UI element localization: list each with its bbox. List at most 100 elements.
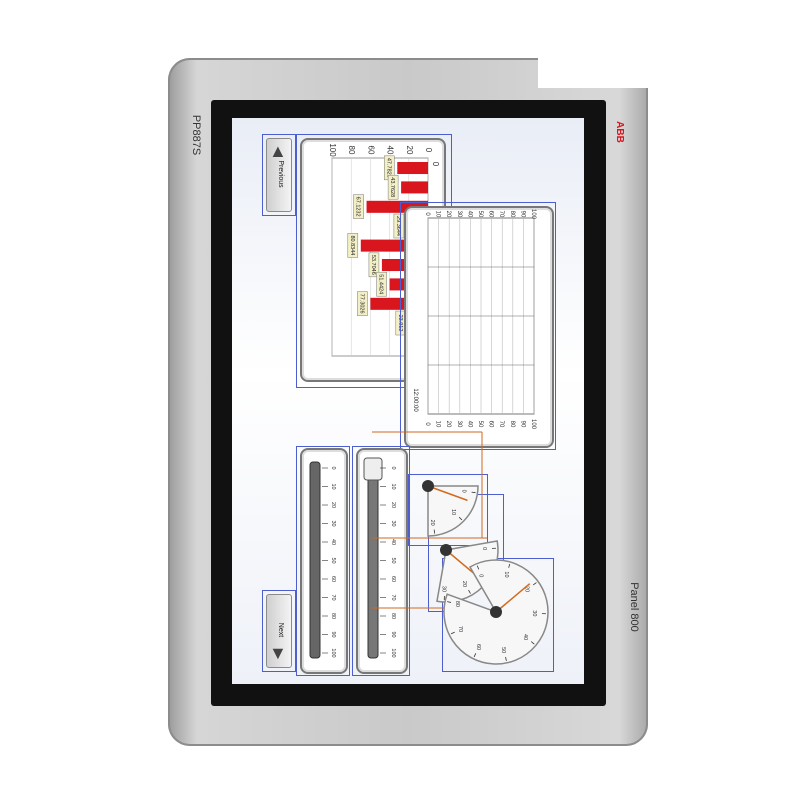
- gauge-hub: [490, 606, 502, 618]
- gauge-tick: [450, 631, 455, 635]
- data-label: 43.7628: [389, 177, 395, 197]
- data-label-box: [347, 233, 359, 258]
- trend-tick-label-bottom: 0: [424, 422, 430, 426]
- model-label: PP887S: [190, 114, 202, 156]
- image-crop-notch: [538, 58, 648, 88]
- bar-gauge-tick-label: 10: [330, 483, 336, 489]
- data-label: 77.3026: [358, 294, 364, 314]
- bar-gauge-track: [309, 461, 321, 659]
- trend-tick-label-top: 60: [488, 211, 494, 218]
- gauge-tick-label: 30: [441, 586, 447, 592]
- bar-gauge-tick-label: 40: [330, 539, 336, 545]
- trend-tick-label-bottom: 50: [477, 421, 483, 428]
- selection-box-next: [262, 590, 296, 672]
- bar-gauge-tick-label: 70: [330, 594, 336, 600]
- value-tick-label: 20: [405, 146, 414, 155]
- slider-tick-label: 0: [390, 466, 396, 469]
- bar: [401, 181, 428, 194]
- category-tick-label: 0: [431, 162, 440, 167]
- gauge-tick-label: 70: [457, 626, 463, 632]
- bar: [397, 162, 428, 175]
- bar-gauge-tick-label: 80: [330, 613, 336, 619]
- slider-tick-label: 100: [390, 648, 396, 657]
- arrow-down-icon: ▼: [269, 643, 287, 663]
- trend-tick-label-bottom: 30: [456, 421, 462, 428]
- data-label: 29.3644: [395, 216, 401, 236]
- trend-time-label: 12:00:00: [412, 388, 418, 412]
- data-label: 67.1232: [355, 197, 361, 217]
- trend-tick-label-bottom: 60: [488, 421, 494, 428]
- gauge-tick: [473, 653, 477, 658]
- trend-tick-label-bottom: 90: [519, 421, 525, 428]
- gauge-tick: [476, 565, 480, 570]
- product-name-label: Panel 800: [628, 582, 640, 632]
- data-label-box: [387, 174, 399, 200]
- slider-tick-label: 10: [390, 483, 396, 489]
- gauge-tick: [505, 656, 507, 661]
- gauge-tick: [458, 516, 463, 521]
- gauge-tick-label: 0: [477, 574, 483, 577]
- slider-thumb: [363, 457, 383, 481]
- data-label: 80.8344: [349, 235, 355, 255]
- bar-gauge-tick-label: 50: [330, 557, 336, 563]
- trend-tick-label-top: 50: [477, 211, 483, 218]
- trend-tick-label-bottom: 70: [498, 421, 504, 428]
- bar-gauge-tick-label: 20: [330, 502, 336, 508]
- data-label: 51.4424: [378, 274, 384, 294]
- value-tick-label: 40: [386, 146, 395, 155]
- gauge-tick-label: 20: [461, 581, 467, 587]
- gauge-tick-label: 10: [503, 571, 509, 577]
- data-label-box: [353, 194, 364, 219]
- trend-tick-label-bottom: 80: [509, 421, 515, 428]
- selection-box-previous: [262, 134, 296, 216]
- trend-tick-label-top: 80: [509, 211, 515, 218]
- arrow-up-icon: ▲: [269, 141, 287, 161]
- next-button[interactable]: Next ▼: [266, 594, 292, 668]
- gauges-layer: 01020010203001020304050607080: [372, 431, 549, 665]
- gauge-hub: [422, 480, 434, 492]
- gauge-tick-label: 20: [429, 520, 435, 526]
- data-label-box: [393, 213, 405, 239]
- trend-tick-label-top: 100: [530, 209, 536, 220]
- gauge-tick-label: 10: [450, 509, 456, 515]
- selection-box-trend: [400, 202, 556, 450]
- value-tick-label: 100: [328, 143, 337, 157]
- selection-box-bargauge: [296, 446, 350, 676]
- data-label: 23.912: [397, 315, 403, 332]
- previous-button[interactable]: ▲ Previous: [266, 138, 292, 212]
- trend-tick-label-top: 40: [466, 211, 472, 218]
- slider-tick-label: 50: [390, 557, 396, 563]
- gauge-tick: [471, 491, 476, 494]
- slider-tick-label: 30: [390, 520, 396, 526]
- gauge-tick-label: 0: [461, 490, 467, 493]
- slider-tick-label: 80: [390, 613, 396, 619]
- trend-tick-label-top: 90: [519, 211, 525, 218]
- data-label: 53.7046: [370, 255, 376, 275]
- slider-tick-label: 60: [390, 576, 396, 582]
- data-label-box: [357, 291, 368, 316]
- trend-chart: 0010102020303040405050606070708080909010…: [412, 209, 536, 430]
- bar-gauge-tick-label: 100: [330, 648, 336, 657]
- trend-tick-label-bottom: 10: [435, 421, 441, 428]
- trend-tick-label-bottom: 40: [466, 421, 472, 428]
- hmi-screen: ▲ Previous Next ▼ 0204060801000246847.78…: [232, 118, 584, 684]
- bar-gauge-tick-label: 60: [330, 576, 336, 582]
- gauge-tick-label: 20: [524, 586, 530, 592]
- trend-tick-label-top: 0: [424, 212, 430, 216]
- gauge-tick-label: 0: [481, 547, 487, 550]
- gauge-tick-label: 30: [531, 610, 537, 616]
- data-label-box: [376, 271, 387, 297]
- gauge-tick: [508, 563, 511, 568]
- gauge-tick-label: 50: [500, 647, 506, 653]
- abb-logo: ABB: [614, 121, 625, 143]
- bar-gauge-tick-label: 0: [330, 466, 336, 469]
- trend-tick-label-top: 70: [498, 211, 504, 218]
- slider-tick-label: 20: [390, 502, 396, 508]
- gauge-tick: [532, 582, 537, 586]
